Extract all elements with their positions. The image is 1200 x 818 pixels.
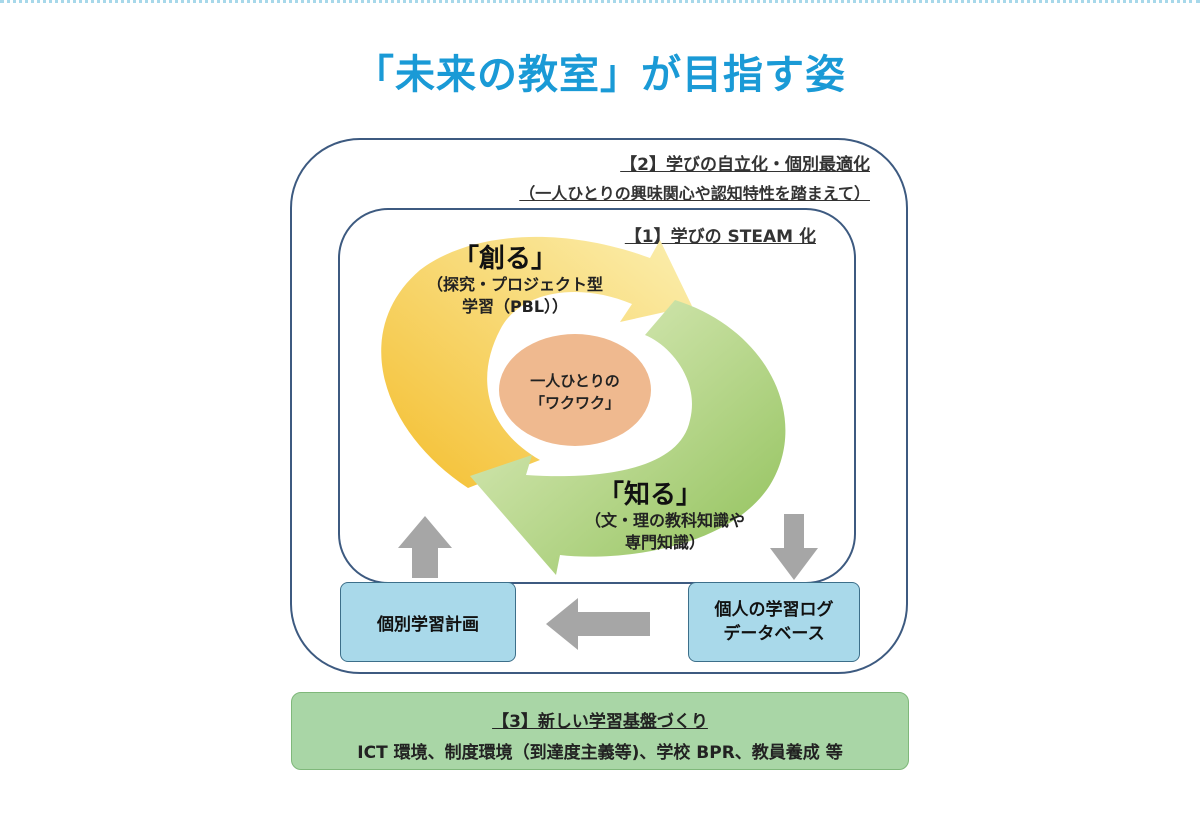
- section3-description: ICT 環境、制度環境（到達度主義等)、学校 BPR、教員養成 等: [357, 743, 843, 763]
- know-description: （文・理の教科知識や 専門知識）: [545, 510, 785, 554]
- center-wakuwaku-label: 一人ひとりの 「ワクワク」: [505, 370, 645, 414]
- up-arrow: [398, 516, 452, 578]
- section1-frame: [338, 208, 856, 584]
- section2-subtitle: （一人ひとりの興味関心や認知特性を踏まえて）: [519, 184, 870, 203]
- individual-learning-plan-box: 個別学習計画: [340, 582, 516, 662]
- section3-title: 【3】新しい学習基盤づくり: [492, 712, 708, 732]
- left-arrow: [546, 598, 650, 650]
- section2-heading: 【2】学びの自立化・個別最適化 （一人ひとりの興味関心や認知特性を踏まえて）: [470, 150, 870, 204]
- section3-box: 【3】新しい学習基盤づくり ICT 環境、制度環境（到達度主義等)、学校 BPR…: [291, 692, 909, 770]
- individual-learning-plan-label: 個別学習計画: [377, 614, 479, 635]
- section1-title: 【1】学びの STEAM 化: [624, 227, 816, 247]
- create-arrow: [381, 236, 692, 488]
- create-desc-line1: （探究・プロジェクト型: [426, 275, 603, 294]
- create-description: （探究・プロジェクト型 学習（PBL））: [380, 274, 650, 318]
- center-line1: 一人ひとりの: [530, 372, 620, 390]
- section2-title: 【2】学びの自立化・個別最適化: [620, 155, 870, 175]
- learning-log-database-box: 個人の学習ログ データベース: [688, 582, 860, 662]
- know-arrow: [470, 300, 786, 575]
- section2-frame: [290, 138, 908, 674]
- create-desc-line2: 学習（PBL））: [461, 297, 569, 316]
- page-title: 「未来の教室」が目指す姿: [354, 52, 846, 98]
- know-desc-line1: （文・理の教科知識や: [584, 511, 745, 530]
- center-wakuwaku-fill: [499, 334, 651, 446]
- know-title: 「知る」: [597, 480, 702, 510]
- learning-log-line2: データベース: [723, 624, 825, 644]
- down-arrow: [770, 514, 818, 580]
- create-title: 「創る」: [452, 244, 557, 274]
- learning-log-line1: 個人の学習ログ: [714, 600, 834, 620]
- dotted-top-border: [0, 0, 1200, 3]
- center-line2: 「ワクワク」: [529, 394, 620, 412]
- know-desc-line2: 専門知識）: [624, 533, 705, 552]
